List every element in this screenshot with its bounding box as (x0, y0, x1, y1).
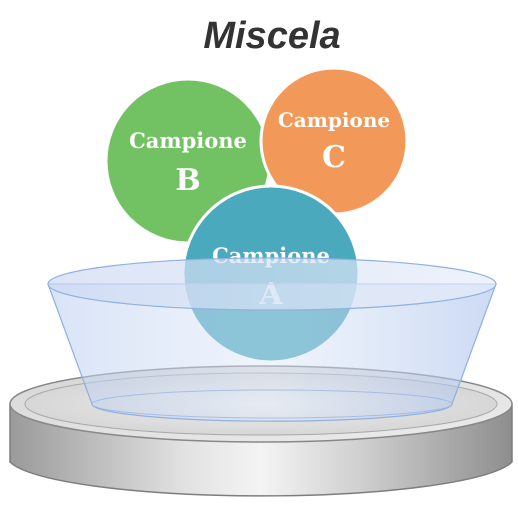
mixing-dish (47, 257, 497, 422)
sample-b-word: Campione (129, 128, 247, 153)
sample-b-letter: B (175, 163, 200, 198)
sample-c-letter: C (322, 140, 346, 175)
sample-c-word: Campione (278, 108, 390, 132)
diagram-title: Miscela (203, 15, 340, 57)
sample-c-circle: Campione C (259, 66, 409, 216)
